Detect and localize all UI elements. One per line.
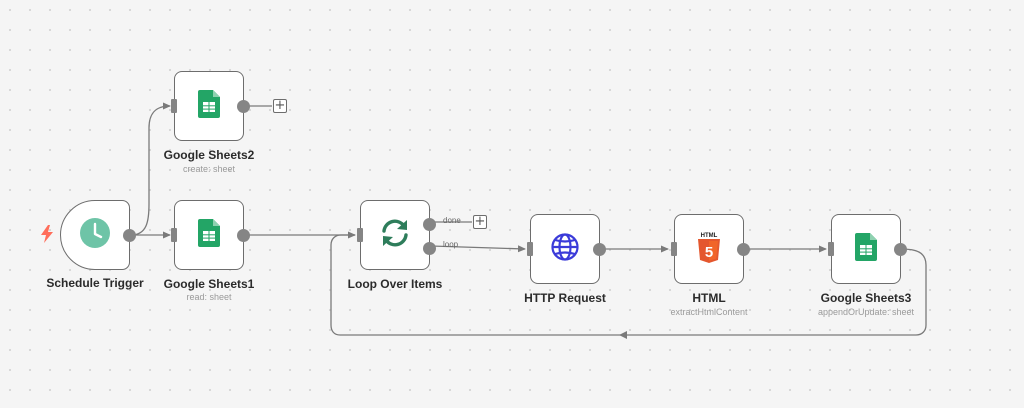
node-subtitle: read: sheet [186,292,232,302]
clock-icon [79,217,111,254]
add-node-button[interactable]: + [273,98,287,113]
output-port-loop[interactable] [423,241,436,255]
output-port[interactable] [593,242,606,256]
node-label: Google Sheets2 [163,148,255,162]
node-label: Google Sheets1 [163,277,255,291]
node-google-sheets1[interactable] [171,200,250,270]
node-subtitle: create: sheet [182,164,236,174]
google-sheets-icon [198,89,220,123]
node-label: HTTP Request [524,291,606,305]
input-port[interactable] [171,228,177,242]
globe-icon [550,232,580,267]
edge-label-done: done [443,216,461,225]
node-loop-over-items[interactable] [357,200,436,270]
edge-sheets3-loopback[interactable] [330,234,927,336]
input-port[interactable] [828,242,834,256]
add-node-button[interactable]: + [473,214,487,229]
output-port[interactable] [237,99,250,113]
node-google-sheets2[interactable] [171,71,250,141]
google-sheets-icon [198,218,220,252]
loopback-arrowhead [619,331,627,339]
node-subtitle: extractHtmlContent [670,307,748,317]
node-subtitle: appendOrUpdate: sheet [817,307,915,317]
trigger-bolt-icon [41,225,53,243]
node-http-request[interactable] [527,214,606,284]
input-port[interactable] [171,99,177,113]
output-port[interactable] [237,228,250,242]
edge-loop-loop-to-http[interactable] [430,245,526,253]
node-google-sheets3[interactable] [828,214,907,284]
node-html[interactable]: HTML 5 [671,214,750,284]
loop-arrows-icon [379,218,411,253]
input-port[interactable] [357,228,363,242]
html-badge-number: 5 [705,244,713,261]
output-port[interactable] [737,242,750,256]
node-label: Loop Over Items [347,277,443,291]
output-port[interactable] [894,242,907,256]
node-schedule-trigger[interactable] [60,200,136,270]
edge-label-loop: loop [443,240,459,249]
html-badge-text: HTML [701,233,718,239]
edge-trigger-to-sheets2[interactable] [130,102,171,236]
node-label: Google Sheets3 [820,291,912,305]
node-label: HTML [692,291,726,305]
google-sheets-icon [855,232,877,266]
node-label: Schedule Trigger [46,276,144,290]
input-port[interactable] [527,242,533,256]
output-port[interactable] [123,228,136,242]
input-port[interactable] [671,242,677,256]
html5-icon: HTML 5 [696,231,722,268]
output-port-done[interactable] [423,217,436,231]
